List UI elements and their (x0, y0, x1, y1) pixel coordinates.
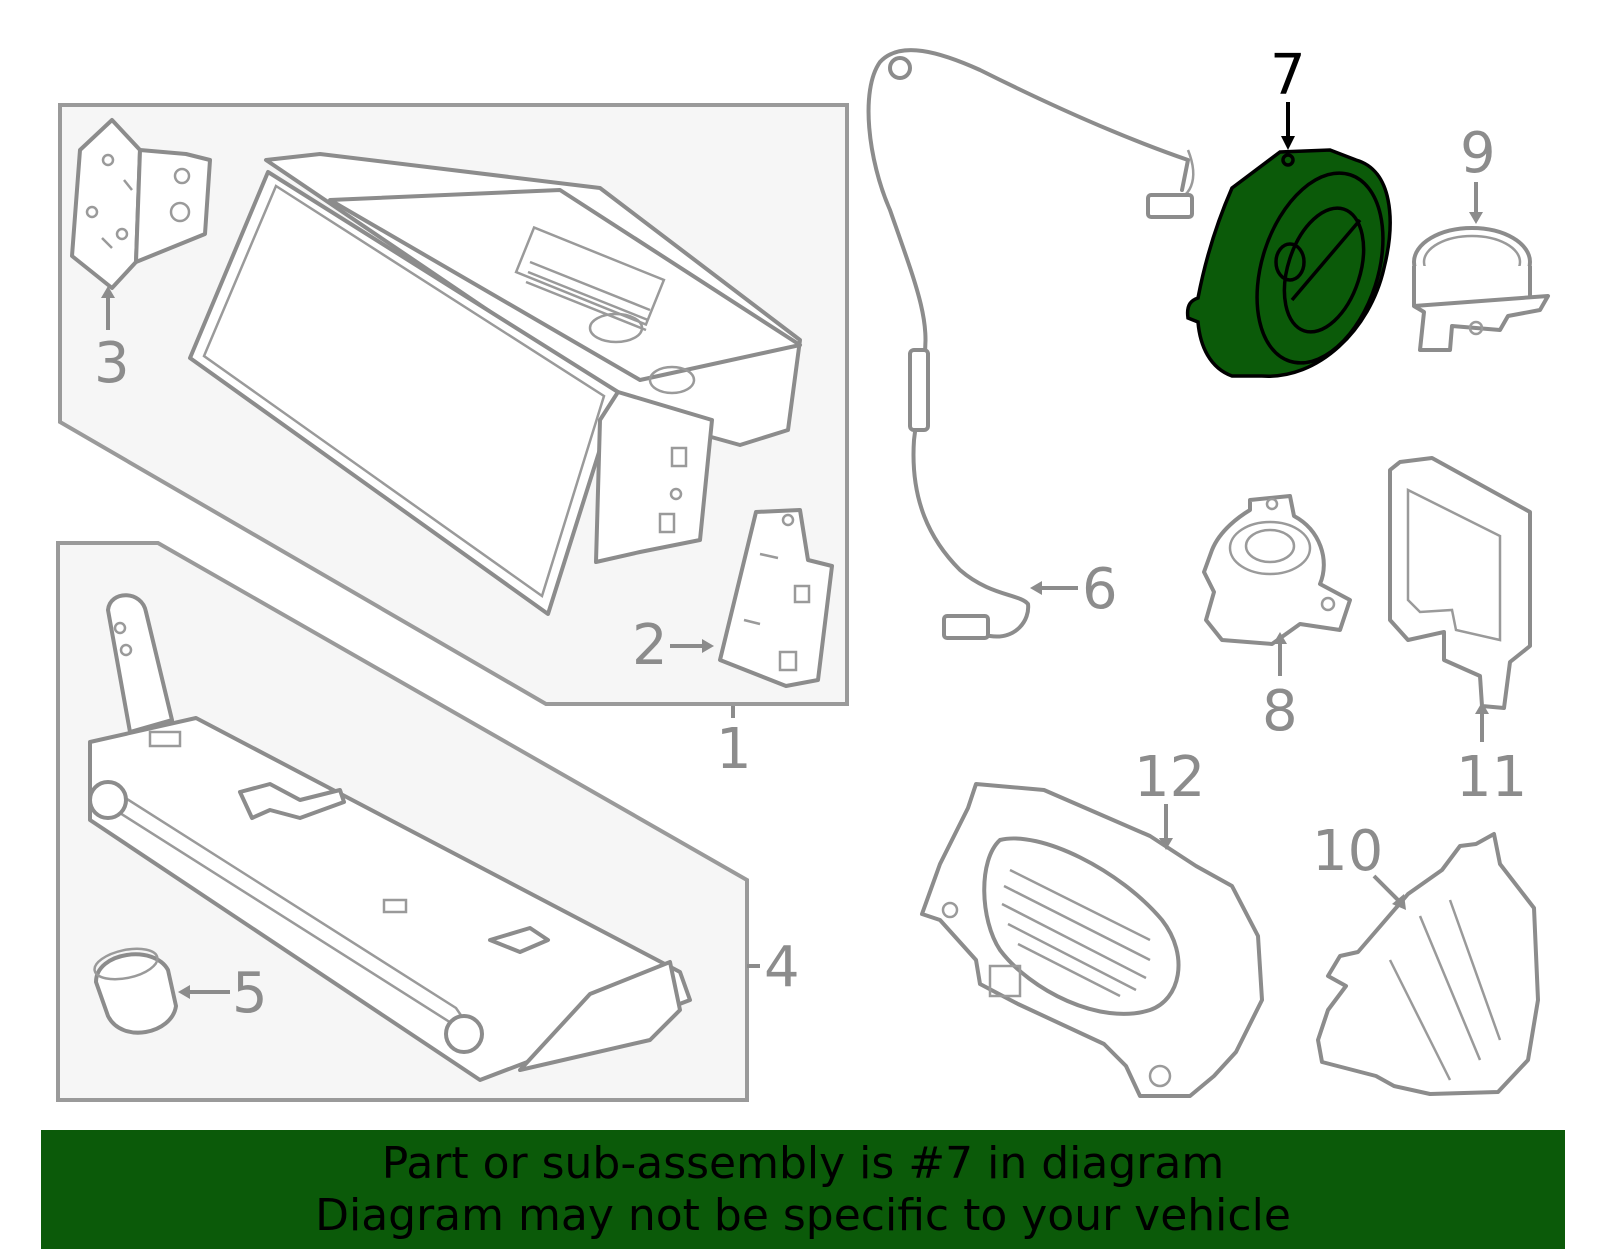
callout-6: 6 (1082, 557, 1118, 622)
callout-9: 9 (1460, 121, 1496, 186)
callout-12: 12 (1134, 745, 1205, 810)
banner-line-part-number: Part or sub-assembly is #7 in diagram (381, 1137, 1225, 1189)
callout-7: 7 (1270, 43, 1306, 108)
tweeter-part-9[interactable] (1412, 226, 1550, 352)
banner-line-disclaimer: Diagram may not be specific to your vehi… (315, 1189, 1291, 1241)
callout-2: 2 (632, 613, 668, 678)
control-panel-part-4[interactable] (88, 593, 692, 1082)
callout-4: 4 (764, 935, 800, 1000)
cover-part-10[interactable] (1316, 832, 1540, 1096)
callout-3: 3 (94, 331, 130, 396)
small-speaker-part-8[interactable] (1202, 494, 1352, 646)
bracket-part-3[interactable] (70, 118, 212, 290)
head-unit-part-1[interactable] (188, 152, 802, 616)
speaker-part-7[interactable] (1185, 148, 1406, 379)
callout-5: 5 (232, 961, 268, 1026)
module-part-11[interactable] (1388, 456, 1532, 710)
callout-11: 11 (1456, 745, 1527, 810)
callout-leaders (101, 102, 1489, 999)
callout-1: 1 (716, 717, 752, 782)
callout-10: 10 (1312, 819, 1383, 884)
bracket-part-2[interactable] (718, 508, 834, 688)
knob-part-5[interactable] (92, 944, 178, 1035)
wiring-harness-part-6[interactable] (866, 48, 1195, 640)
callout-numbers: 1 2 3 4 5 6 7 8 9 10 11 12 (94, 43, 1527, 1026)
info-banner: Part or sub-assembly is #7 in diagram Di… (41, 1130, 1565, 1249)
callout-8: 8 (1262, 679, 1298, 744)
subwoofer-part-12[interactable] (920, 782, 1264, 1098)
